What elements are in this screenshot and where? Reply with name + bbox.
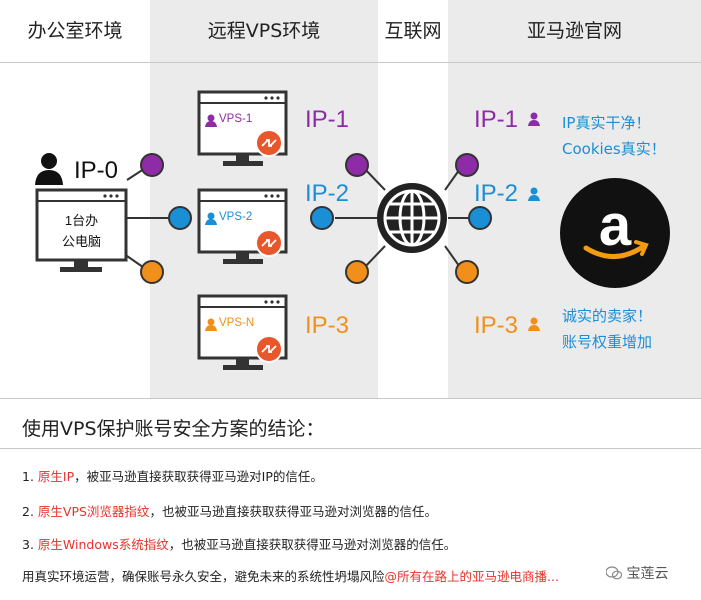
vps-ip-2: IP-2	[305, 180, 350, 207]
amazon-note-bottom-1: 诚实的卖家！	[562, 307, 653, 325]
office-computer-icon	[35, 188, 128, 272]
column-title-vps: 远程VPS环境	[207, 20, 321, 42]
vps-user-icon-n	[205, 318, 217, 331]
column-title-amazon: 亚马逊官网	[526, 20, 622, 42]
office-node-orange	[140, 260, 164, 284]
conclusion-item-2: 2. 原生VPS浏览器指纹，也被亚马逊直接获取获得亚马逊对浏览器的信任。	[22, 501, 437, 520]
internet-node-blue	[468, 206, 492, 230]
vps-monitor-n	[197, 294, 288, 370]
internet-ip-1: IP-1	[474, 106, 519, 133]
footer-text: 用真实环境运营，确保账号永久安全，避免未来的系统性坍塌风险	[22, 569, 385, 584]
conclusion-item-1-highlight: 原生IP	[37, 469, 75, 484]
conclusion-item-2-text: ，也被亚马逊直接获取获得亚马逊对浏览器的信任。	[149, 504, 437, 519]
conclusion-item-1-num: 1.	[22, 469, 38, 484]
wechat-icon	[605, 566, 623, 580]
office-node-purple	[140, 153, 164, 177]
amazon-note-bottom-2: 账号权重增加	[562, 333, 653, 351]
svg-text:a: a	[599, 193, 632, 258]
network-diagram: a	[35, 90, 670, 370]
vps-node-blue	[310, 206, 334, 230]
header-divider	[0, 62, 701, 63]
watermark: 宝莲云	[605, 563, 669, 583]
vps-name-1: VPS-1	[219, 113, 253, 125]
internet-node-purple	[455, 153, 479, 177]
vps-user-icon-1	[205, 114, 217, 127]
vps-monitor-1	[197, 90, 288, 166]
column-title-office: 办公室环境	[27, 20, 123, 42]
conclusion-item-3-num: 3.	[22, 537, 38, 552]
amazon-logo: a	[560, 178, 670, 288]
conclusion-item-3-highlight: 原生Windows系统指纹	[37, 537, 169, 552]
office-user-icon	[35, 153, 63, 185]
internet-ip-2: IP-2	[474, 180, 519, 207]
amazon-note-top-2: Cookies真实！	[562, 140, 666, 158]
office-node-blue	[168, 206, 192, 230]
office-computer-line1: 1台办	[64, 213, 99, 228]
vps-name-2: VPS-2	[219, 211, 253, 223]
conclusion-footer: 用真实环境运营，确保账号永久安全，避免未来的系统性坍塌风险@所有在路上的亚马逊电…	[22, 566, 559, 585]
vps-monitor-2	[197, 188, 288, 264]
column-title-internet: 互联网	[384, 20, 442, 42]
internet-user-icon-3	[528, 317, 540, 331]
conclusion-item-3: 3. 原生Windows系统指纹，也被亚马逊直接获取获得亚马逊对浏览器的信任。	[22, 534, 456, 553]
conclusion-item-2-num: 2.	[22, 504, 38, 519]
vps-node-purple	[345, 153, 369, 177]
conclusion-item-1: 1. 原生IP，被亚马逊直接获取获得亚马逊对IP的信任。	[22, 466, 323, 485]
conclusion-item-2-highlight: 原生VPS浏览器指纹	[37, 504, 150, 519]
internet-ip-3: IP-3	[474, 312, 519, 339]
vps-ip-3: IP-3	[305, 312, 350, 339]
vps-ip-1: IP-1	[305, 106, 350, 133]
conclusion-divider	[0, 448, 701, 449]
footer-highlight: @所有在路上的亚马逊电商播...	[384, 569, 559, 584]
conclusion-divider-top	[0, 398, 701, 399]
conclusion-title: 使用VPS保护账号安全方案的结论：	[22, 418, 325, 440]
vps-name-n: VPS-N	[219, 317, 255, 329]
amazon-note-top-1: IP真实干净！	[562, 114, 651, 132]
conclusion-item-3-text: ，也被亚马逊直接获取获得亚马逊对浏览器的信任。	[168, 537, 457, 552]
watermark-text: 宝莲云	[626, 566, 669, 582]
internet-node-orange	[455, 260, 479, 284]
internet-user-icon-2	[528, 187, 540, 201]
internet-user-icon-1	[528, 112, 540, 126]
conclusion-item-1-text: ，被亚马逊直接获取获得亚马逊对IP的信任。	[74, 469, 323, 484]
office-computer-line2: 公电脑	[61, 234, 101, 249]
vps-node-orange	[345, 260, 369, 284]
office-ip-label: IP-0	[74, 157, 119, 184]
globe-icon	[377, 183, 447, 253]
vps-user-icon-2	[205, 212, 217, 225]
